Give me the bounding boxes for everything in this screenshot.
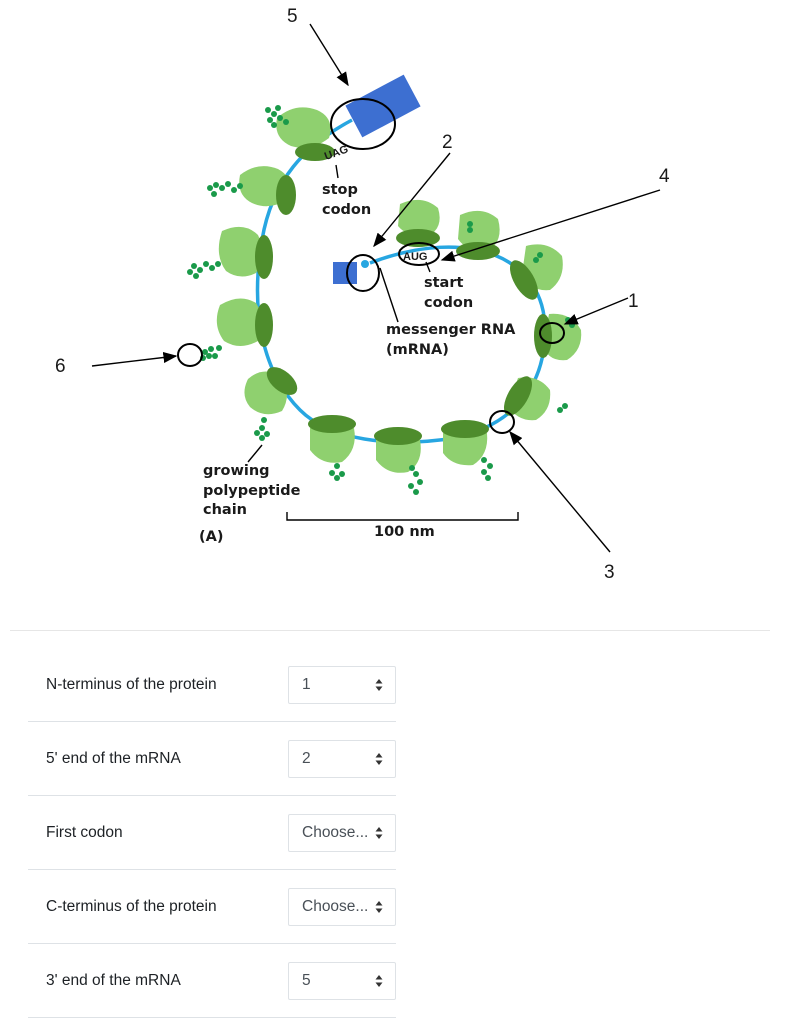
answer-select[interactable]: 2 [288, 739, 396, 778]
start-codon-label-line2: codon [424, 295, 473, 311]
stop-codon-label-line2: codon [322, 202, 371, 218]
svg-text:stop codon: stop codon [322, 182, 371, 218]
circle-2 [346, 254, 380, 292]
circle-1 [539, 322, 565, 344]
polysome-diagram: AUG UAG 5 2 4 1 6 3 stop codon [55, 6, 670, 583]
answer-select-value: 1 [302, 675, 311, 693]
answer-select[interactable]: Choose... [288, 887, 396, 926]
match-row: 5' end of the mRNA 2 [28, 722, 396, 796]
polypeptide-label-line3: chain [203, 502, 247, 518]
match-row: First codon Choose... [28, 796, 396, 870]
start-codon-triplet: AUG [403, 251, 427, 263]
marker-5: 5 [287, 6, 298, 27]
answer-select[interactable]: 1 [288, 665, 396, 704]
ribosome-group [216, 107, 582, 473]
answer-select-value: Choose... [302, 897, 369, 915]
marker-1: 1 [628, 291, 639, 312]
marker-4: 4 [659, 166, 670, 187]
marker-3: 3 [604, 562, 615, 583]
match-row-label: N-terminus of the protein [46, 675, 217, 693]
circle-3 [489, 410, 515, 434]
release-factor-block [345, 74, 421, 138]
circle-6 [177, 343, 203, 367]
sort-caret-icon [375, 900, 383, 913]
matching-question: N-terminus of the protein 1 5' end of th… [28, 648, 396, 1018]
answer-select-value: 2 [302, 749, 311, 767]
answer-select-value: 5 [302, 971, 311, 989]
mrna-strand [255, 118, 547, 444]
sort-caret-icon [375, 678, 383, 691]
circle-4 [398, 242, 440, 266]
marker-6: 6 [55, 356, 66, 377]
panel-label: (A) [199, 529, 223, 545]
mrna-label-line1: messenger RNA [386, 322, 516, 338]
circle-5 [330, 98, 396, 150]
svg-text:start codon: start codon [424, 275, 473, 311]
scale-label: 100 nm [374, 524, 435, 540]
match-row-label: First codon [46, 823, 123, 841]
match-row: N-terminus of the protein 1 [28, 648, 396, 722]
sort-caret-icon [375, 752, 383, 765]
match-row: 3' end of the mRNA 5 [28, 944, 396, 1018]
mrna-label-line2: (mRNA) [386, 342, 449, 358]
match-row-label: 5' end of the mRNA [46, 749, 181, 767]
sort-caret-icon [375, 974, 383, 987]
stop-codon-label-line1: stop [322, 182, 358, 198]
cap-block [333, 262, 357, 284]
match-row: C-terminus of the protein Choose... [28, 870, 396, 944]
svg-text:growing polypeptide ch: growing polypeptide chain [203, 463, 306, 518]
polypeptide-label-line2: polypeptide [203, 483, 301, 499]
sort-caret-icon [375, 826, 383, 839]
answer-select[interactable]: Choose... [288, 813, 396, 852]
svg-text:messenger RNA (mRNA): messenger RNA (mRNA) [386, 322, 520, 358]
marker-2: 2 [442, 132, 453, 153]
match-row-label: C-terminus of the protein [46, 897, 217, 915]
polypeptide-label-line1: growing [203, 463, 270, 479]
answer-select[interactable]: 5 [288, 961, 396, 1000]
section-divider [10, 630, 770, 631]
match-row-label: 3' end of the mRNA [46, 971, 181, 989]
start-codon-label-line1: start [424, 275, 463, 291]
answer-select-value: Choose... [302, 823, 369, 841]
